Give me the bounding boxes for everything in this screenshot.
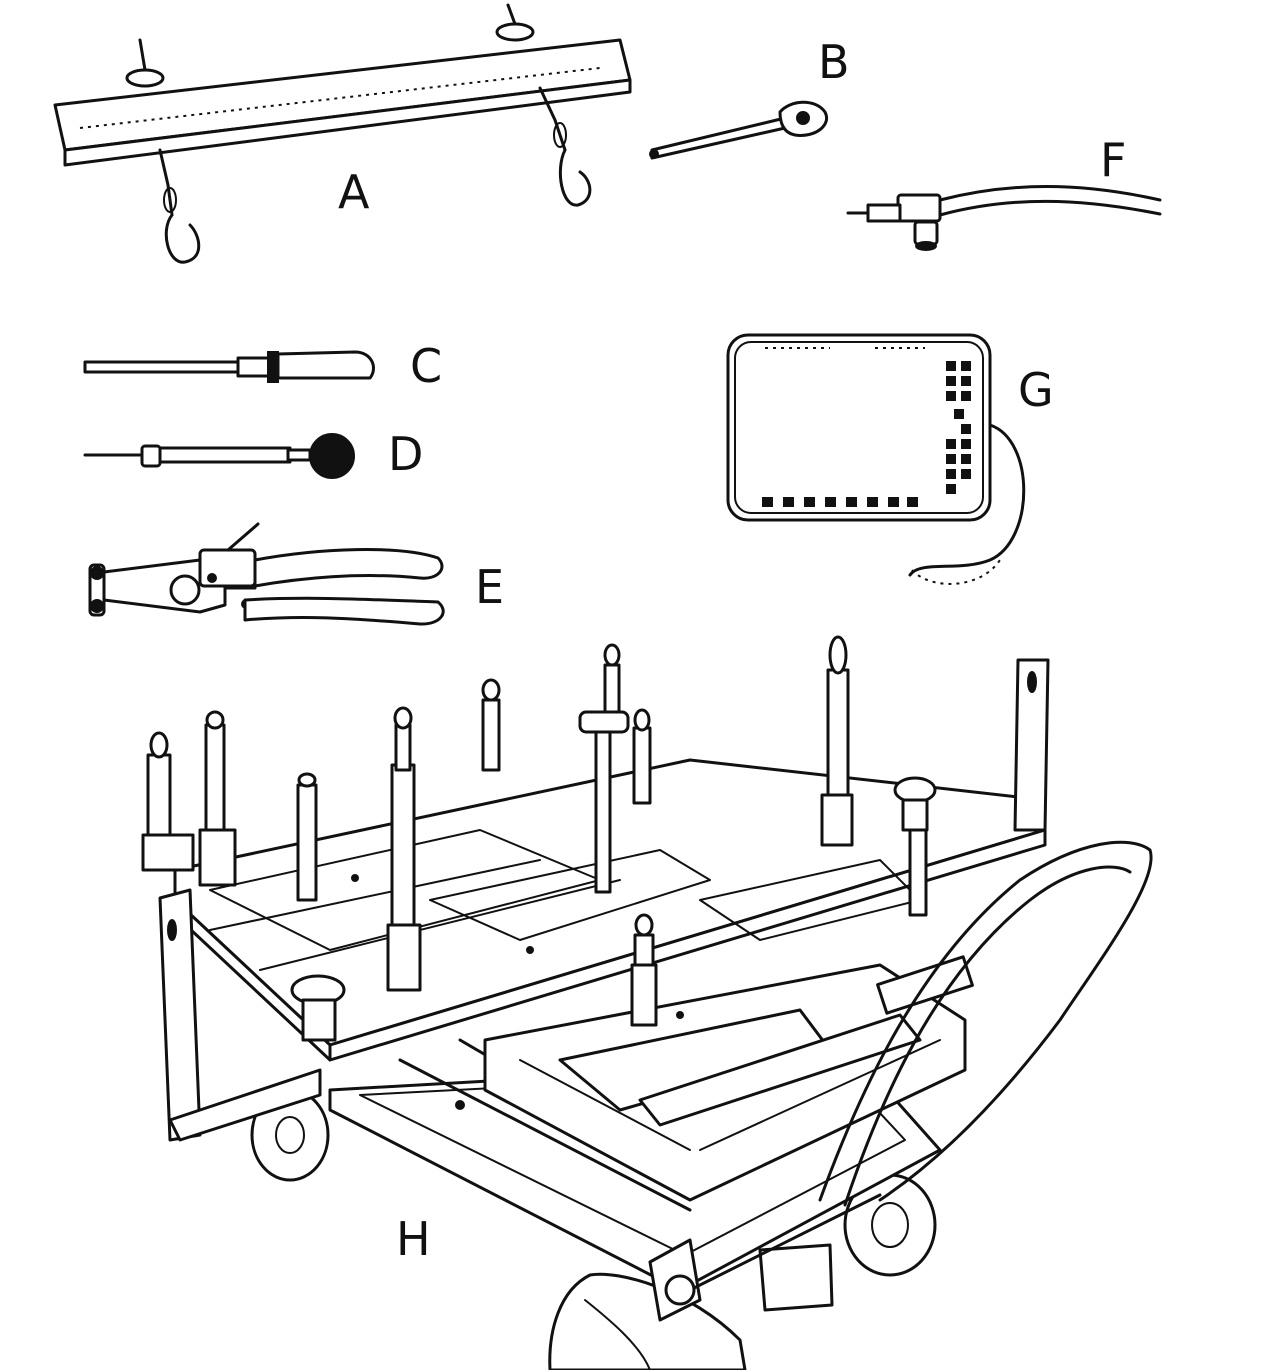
label-e: E bbox=[475, 560, 504, 614]
label-f: F bbox=[1100, 133, 1126, 187]
label-a: A bbox=[338, 165, 370, 219]
label-d: D bbox=[388, 427, 423, 481]
label-g: G bbox=[1018, 363, 1054, 417]
button-grid bbox=[946, 361, 971, 494]
label-h: H bbox=[396, 1212, 431, 1266]
item-e-pliers bbox=[88, 522, 445, 626]
item-b-eye-pin bbox=[649, 100, 829, 160]
label-c: C bbox=[410, 339, 442, 393]
table-posts bbox=[141, 635, 937, 1042]
label-b: B bbox=[818, 35, 850, 89]
item-h-trolley-bench bbox=[141, 635, 1153, 1370]
item-d-ball-tool bbox=[83, 433, 355, 479]
item-g-control-box bbox=[726, 333, 1026, 585]
item-f-hose-fitting bbox=[846, 185, 1162, 251]
button-row bbox=[762, 497, 918, 507]
item-a-lifting-beam bbox=[53, 3, 632, 264]
item-c-tool bbox=[83, 350, 375, 383]
